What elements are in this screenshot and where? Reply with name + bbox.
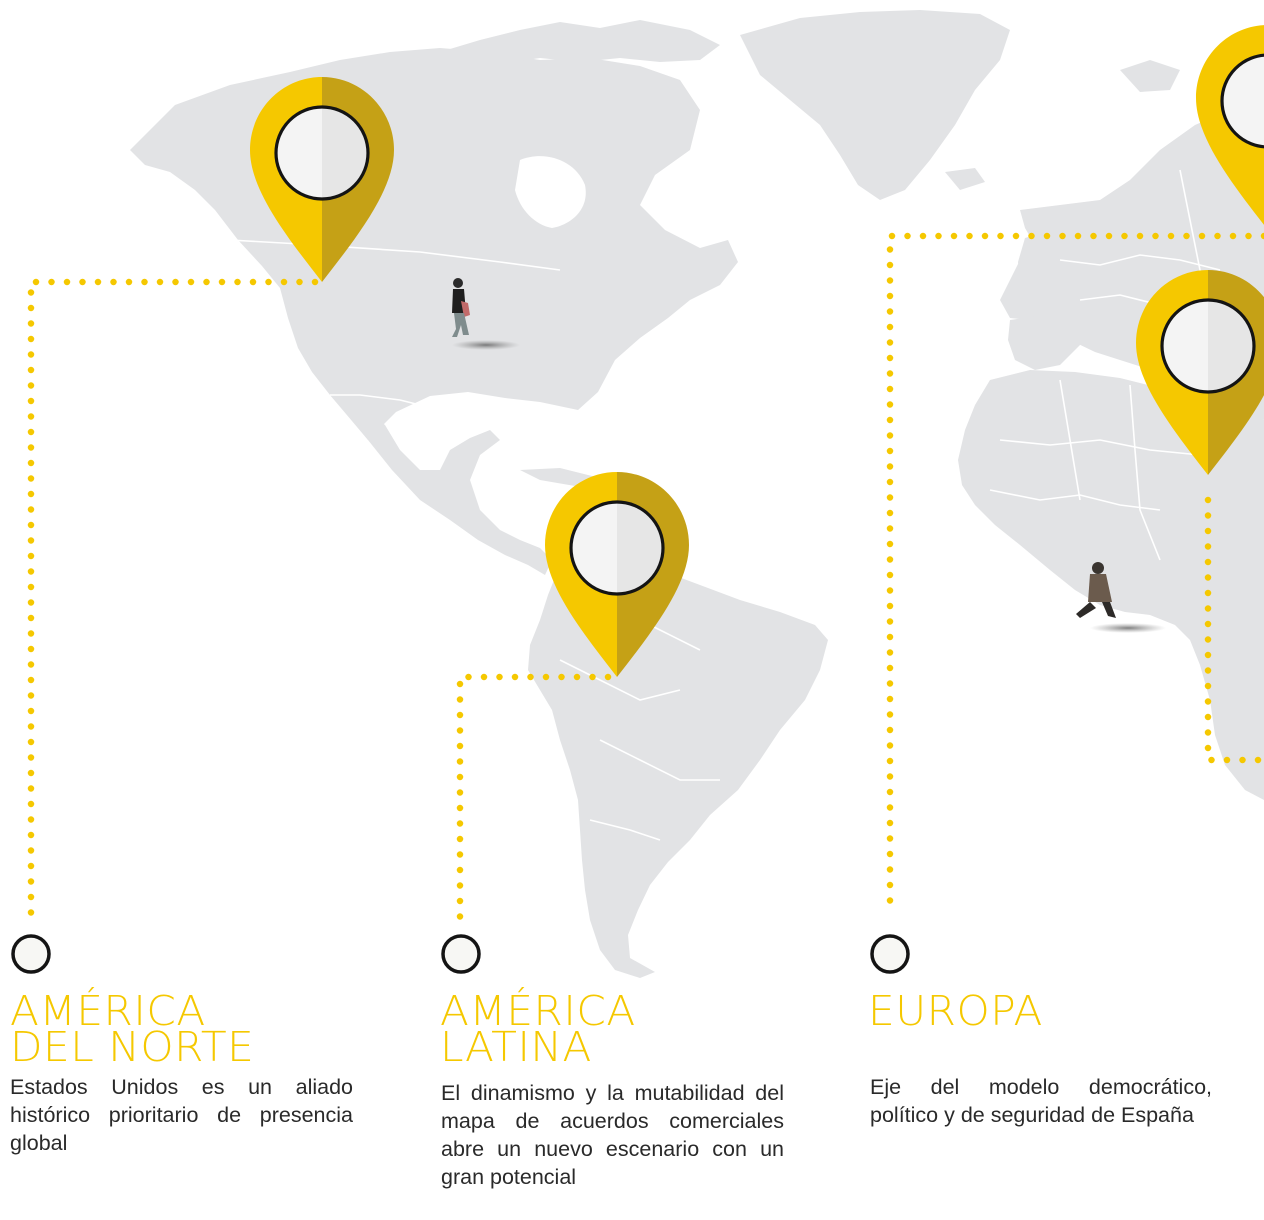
region-title-europe: EUROPA: [868, 987, 1043, 1035]
endpoint-ring-north-america: [11, 934, 51, 974]
region-title-north-america: AMÉRICA DEL NORTE: [10, 987, 255, 1071]
walking-person-figure: [452, 278, 520, 350]
connector-line-africa: [1204, 496, 1264, 764]
map-landmass-south-america: [528, 555, 828, 978]
walking-person-figure: [1076, 562, 1166, 633]
endpoint-ring-europe: [870, 934, 910, 974]
region-description-europe: Eje del modelo democrático, político y d…: [870, 1075, 1212, 1127]
region-title-latin-america: AMÉRICA LATINA: [440, 987, 636, 1071]
map-landmass-greenland: [740, 10, 1010, 200]
endpoint-ring-latin-america: [441, 934, 481, 974]
connector-line-latin-america: [456, 673, 612, 924]
region-description-latin-america: El dinamismo y la mutabilidad del mapa d…: [441, 1081, 784, 1189]
connector-line-north-america: [27, 278, 319, 928]
connector-line-europe: [886, 232, 1264, 919]
region-description-north-america: Estados Unidos es un aliado histórico pr…: [10, 1075, 353, 1155]
